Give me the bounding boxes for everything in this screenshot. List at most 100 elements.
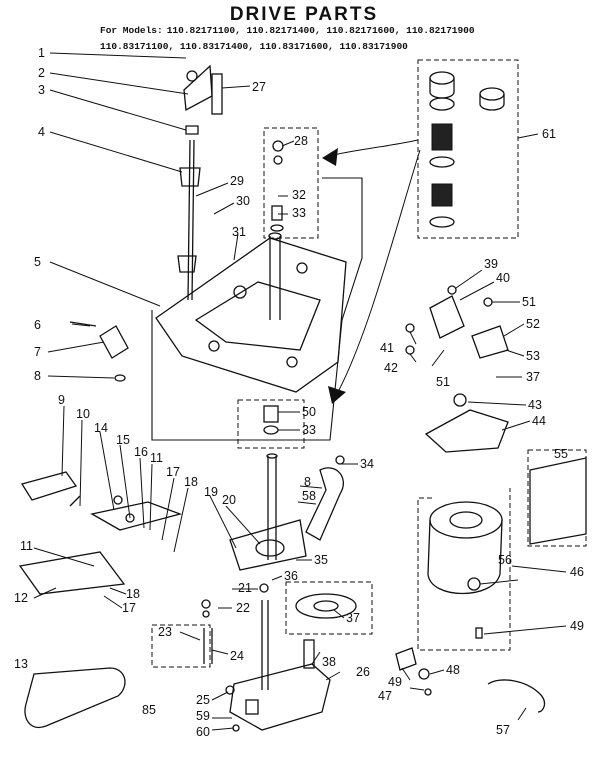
callout-51b: 51 xyxy=(436,375,450,389)
callout-12: 12 xyxy=(14,591,28,605)
callout-11b: 11 xyxy=(20,539,33,553)
callout-43: 43 xyxy=(528,398,542,412)
callout-47: 47 xyxy=(378,689,392,703)
motor-clamp-parts xyxy=(395,627,546,713)
shift-lever-assembly xyxy=(177,64,213,301)
callout-16: 16 xyxy=(134,445,148,459)
callout-85: 85 xyxy=(142,703,156,717)
callout-4: 4 xyxy=(38,125,45,139)
callout-10: 10 xyxy=(76,407,90,421)
callout-58: 58 xyxy=(302,489,316,503)
callout-24: 24 xyxy=(230,649,244,663)
pulley-37 xyxy=(295,593,357,619)
callout-17b: 17 xyxy=(122,601,136,615)
callout-35: 35 xyxy=(314,553,328,567)
models-list-1: 110.82171100, 110.82171400, 110.82171600… xyxy=(166,25,475,36)
group-box-37 xyxy=(285,581,373,635)
part-28-33-stack xyxy=(270,140,284,232)
brake-rail-parts xyxy=(18,471,183,595)
callout-30: 30 xyxy=(236,194,250,208)
callout-8b: 8 xyxy=(304,475,311,489)
callout-52: 52 xyxy=(526,317,540,331)
belt-13 xyxy=(24,667,126,729)
callout-8a: 8 xyxy=(34,369,41,383)
kit-61-parts xyxy=(429,71,505,228)
callout-18b: 18 xyxy=(126,587,140,601)
callout-13: 13 xyxy=(14,657,28,671)
callout-53: 53 xyxy=(526,349,540,363)
callout-9: 9 xyxy=(58,393,65,407)
callout-42: 42 xyxy=(384,361,398,375)
motor-46 xyxy=(427,501,503,594)
callout-56: 56 xyxy=(498,553,512,567)
callout-36: 36 xyxy=(284,569,298,583)
callout-33a: 33 xyxy=(292,206,306,220)
callout-14: 14 xyxy=(94,421,108,435)
motor-mount-parts xyxy=(405,285,509,453)
callout-49a: 49 xyxy=(570,619,584,633)
callout-46: 46 xyxy=(570,565,584,579)
callout-20: 20 xyxy=(222,493,236,507)
callout-3: 3 xyxy=(38,83,45,97)
callout-57: 57 xyxy=(496,723,510,737)
callout-labels: 1 2 3 4 5 6 7 8 27 28 29 30 32 33 31 61 … xyxy=(14,46,584,739)
callout-29: 29 xyxy=(230,174,244,188)
callout-6: 6 xyxy=(34,318,41,332)
models-line-1: For Models:110.82171100, 110.82171400, 1… xyxy=(100,25,475,36)
callout-7: 7 xyxy=(34,345,41,359)
callout-37b: 37 xyxy=(526,370,540,384)
diagram-title: DRIVE PARTS xyxy=(229,4,379,25)
callout-15: 15 xyxy=(116,433,130,447)
part-27-rod xyxy=(211,73,223,115)
callout-11a: 11 xyxy=(150,451,163,465)
models-prefix: For Models: xyxy=(100,25,163,36)
leader-lines xyxy=(33,52,567,731)
base-group-outline xyxy=(151,177,363,441)
motor-cover-55 xyxy=(529,457,587,545)
callout-32: 32 xyxy=(292,188,306,202)
kit-arrow-bottom xyxy=(337,149,421,393)
callout-26: 26 xyxy=(356,665,370,679)
callout-5: 5 xyxy=(34,255,41,269)
group-box-61 xyxy=(417,59,519,239)
kit-arrow-bottom-head xyxy=(328,386,346,404)
kit-arrow-top xyxy=(329,139,419,157)
callout-60: 60 xyxy=(196,725,210,739)
base-plate xyxy=(155,232,347,393)
callout-50: 50 xyxy=(302,405,316,419)
callout-22: 22 xyxy=(236,601,250,615)
callout-61: 61 xyxy=(542,127,556,141)
callout-49b: 49 xyxy=(388,675,402,689)
callout-34: 34 xyxy=(360,457,374,471)
callout-31: 31 xyxy=(232,225,246,239)
callout-41: 41 xyxy=(380,341,394,355)
callout-37a: 37 xyxy=(346,611,360,625)
models-line-2: 110.83171100, 110.83171400, 110.83171600… xyxy=(100,41,408,52)
callout-40: 40 xyxy=(496,271,510,285)
callout-48: 48 xyxy=(446,663,460,677)
callout-25: 25 xyxy=(196,693,210,707)
group-box-46 xyxy=(417,488,511,651)
callout-19: 19 xyxy=(204,485,218,499)
callout-21: 21 xyxy=(238,581,252,595)
callout-28: 28 xyxy=(294,134,308,148)
clutch-arm-58 xyxy=(305,467,344,541)
group-box-23-24 xyxy=(151,624,211,668)
callout-51a: 51 xyxy=(522,295,536,309)
small-bracket-6-7-8 xyxy=(69,321,129,382)
callout-2: 2 xyxy=(38,66,45,80)
callout-39: 39 xyxy=(484,257,498,271)
shaft-and-pulley-assembly xyxy=(201,453,307,690)
group-box-28-33 xyxy=(263,127,319,239)
callout-38: 38 xyxy=(322,655,336,669)
callout-23: 23 xyxy=(158,625,172,639)
callout-55: 55 xyxy=(554,447,568,461)
callout-18a: 18 xyxy=(184,475,198,489)
callout-27: 27 xyxy=(252,80,266,94)
callout-59: 59 xyxy=(196,709,210,723)
callout-1: 1 xyxy=(38,46,45,60)
callout-17a: 17 xyxy=(166,465,180,479)
callout-33b: 33 xyxy=(302,423,316,437)
kit-arrow-top-head xyxy=(322,148,338,166)
